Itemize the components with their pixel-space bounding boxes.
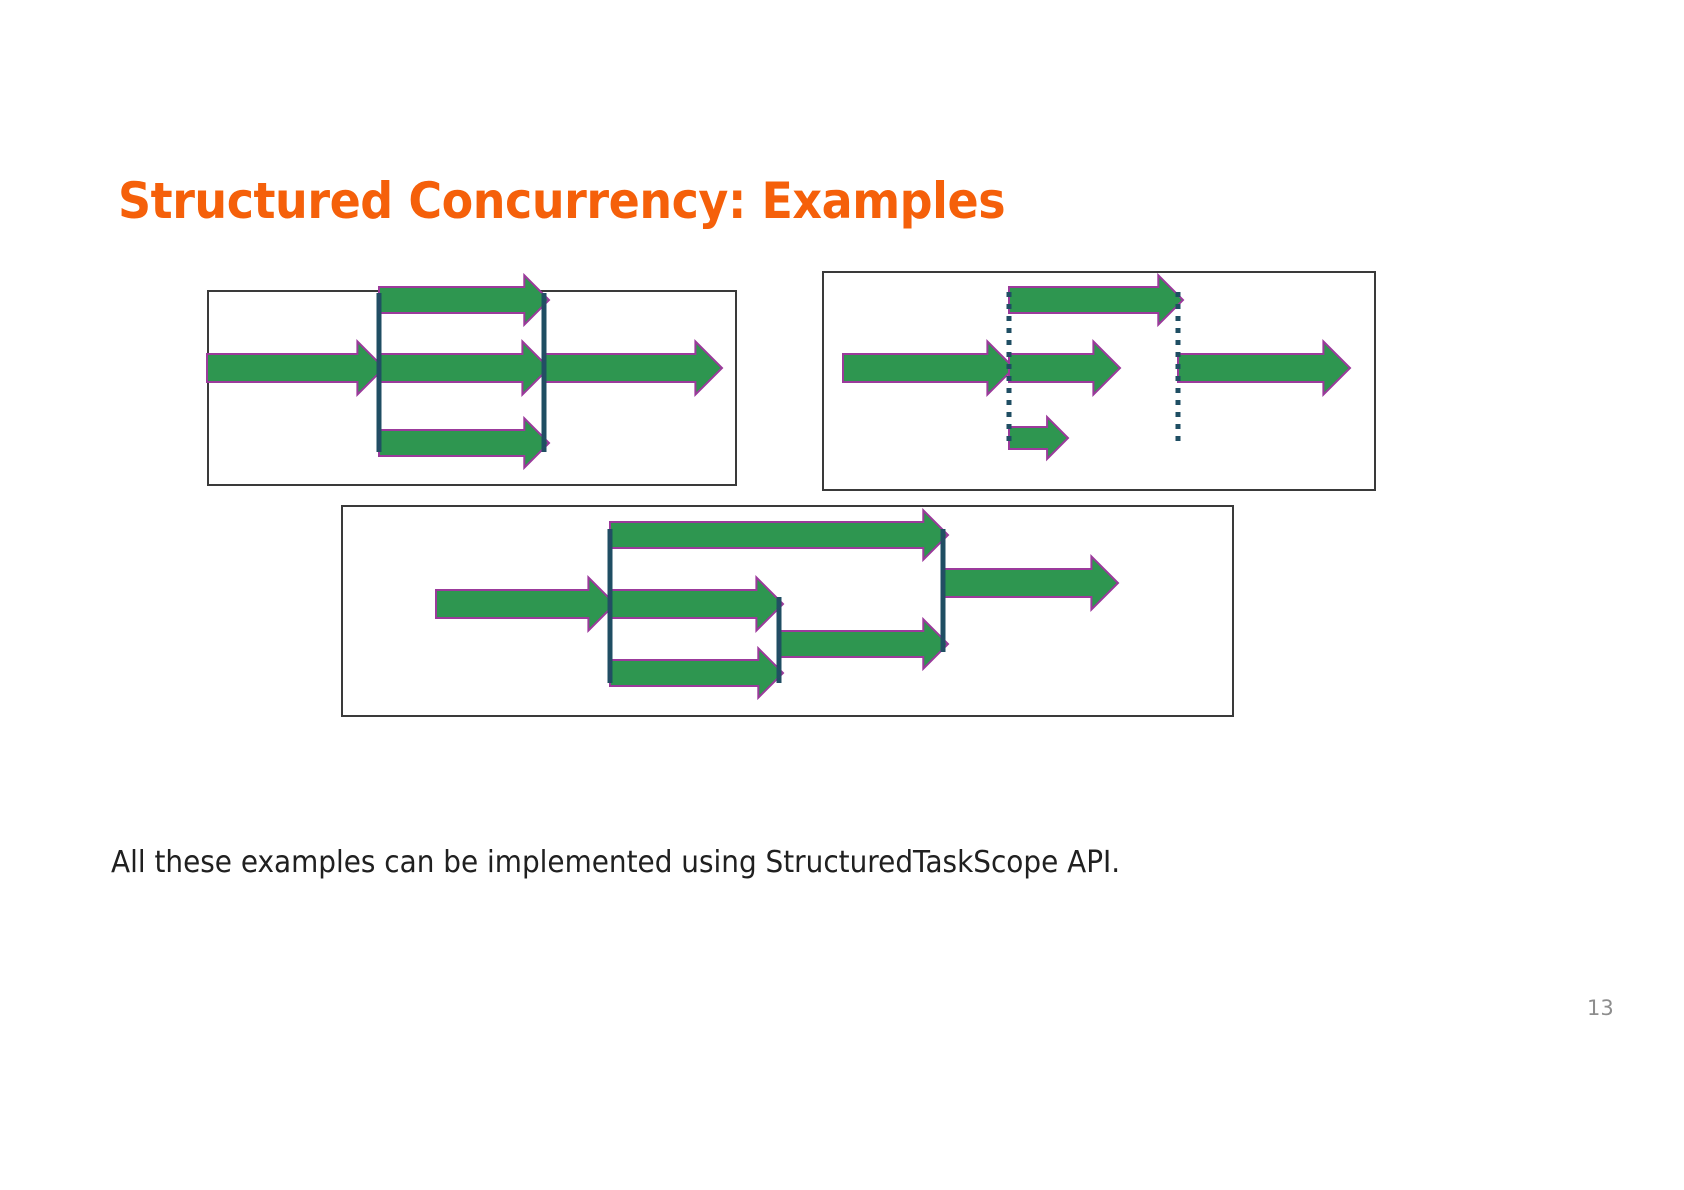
- page-title: Structured Concurrency: Examples: [118, 172, 1006, 230]
- slide-caption: All these examples can be implemented us…: [111, 845, 1121, 880]
- diagram-box-race: [822, 271, 1376, 491]
- page-number: 13: [1587, 996, 1614, 1020]
- diagram-box-fork-join: [207, 290, 737, 486]
- diagram-box-nested: [341, 505, 1234, 717]
